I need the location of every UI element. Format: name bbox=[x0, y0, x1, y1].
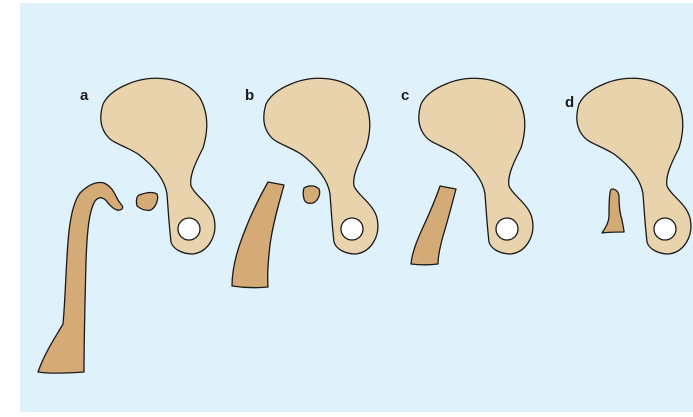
panel-c-obturator-foramen bbox=[496, 218, 518, 240]
panel-a-label: a bbox=[80, 87, 89, 104]
panel-b-label: b bbox=[245, 87, 254, 104]
panel-b-obturator-foramen bbox=[341, 218, 363, 240]
panel-c-label: c bbox=[401, 87, 409, 104]
panel-a-femoral-head-fragment bbox=[136, 192, 157, 210]
panel-d-obturator-foramen bbox=[654, 218, 676, 240]
panel-d-label: d bbox=[565, 94, 574, 111]
panel-b-femoral-head-fragment bbox=[303, 186, 319, 203]
panel-a-obturator-foramen bbox=[178, 218, 200, 240]
